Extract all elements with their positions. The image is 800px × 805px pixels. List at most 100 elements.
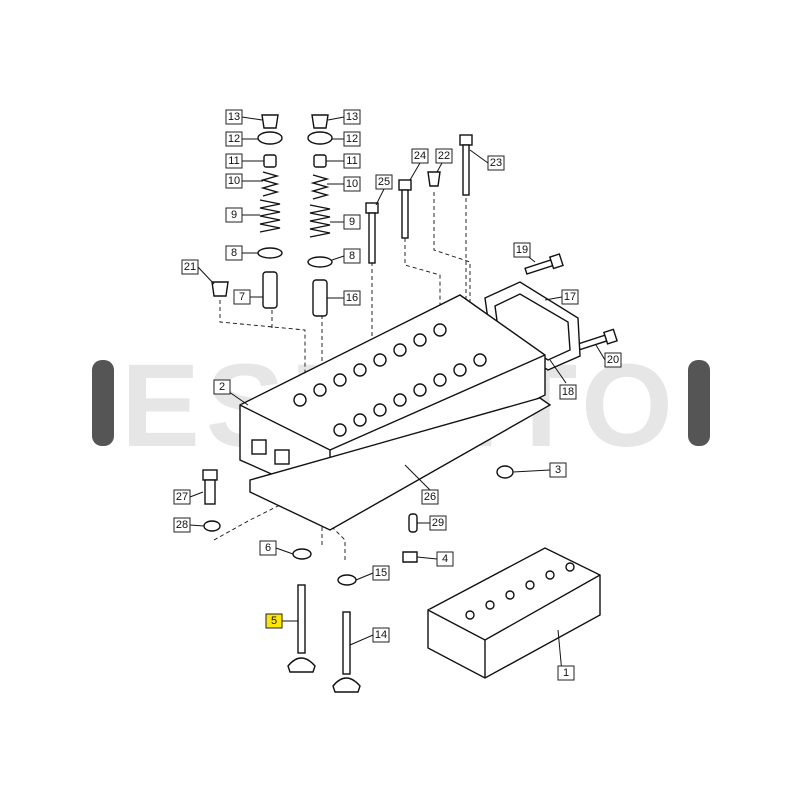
callout-17: 17 xyxy=(561,289,579,305)
seat-6 xyxy=(292,548,312,560)
callout-11-right: 11 xyxy=(343,153,361,169)
valve-stack-right xyxy=(307,114,333,317)
bolt-20 xyxy=(577,328,618,351)
svg-text:18: 18 xyxy=(562,386,574,398)
spring-10-left xyxy=(260,171,280,197)
callout-19: 19 xyxy=(513,242,531,258)
collet-13-left xyxy=(261,114,279,129)
callout-13-left: 13 xyxy=(225,109,243,125)
svg-text:24: 24 xyxy=(414,150,426,162)
callout-28: 28 xyxy=(173,517,191,533)
spring-cap-12-left xyxy=(257,131,283,145)
callout-16: 16 xyxy=(343,290,361,306)
callout-25: 25 xyxy=(375,174,393,190)
washer-28 xyxy=(203,520,221,532)
callout-9-left: 9 xyxy=(225,207,243,223)
small-parts xyxy=(202,465,514,586)
svg-text:23: 23 xyxy=(490,157,502,169)
valve-14-head xyxy=(332,677,361,693)
callout-8-left: 8 xyxy=(225,245,243,261)
washer-8-left xyxy=(257,247,283,259)
callout-15: 15 xyxy=(372,565,390,581)
seal-3 xyxy=(496,465,514,479)
svg-text:13: 13 xyxy=(228,111,240,123)
bolt-23-head xyxy=(459,134,473,146)
leader-lines xyxy=(189,116,606,674)
washer-8-right xyxy=(307,256,333,268)
spring-9-left xyxy=(259,199,281,233)
valve-5-stem xyxy=(297,584,306,654)
callout-27: 27 xyxy=(173,489,191,505)
guide-7 xyxy=(262,271,278,309)
svg-text:13: 13 xyxy=(346,111,358,123)
svg-text:11: 11 xyxy=(228,155,239,167)
callout-11-left: 11 xyxy=(225,153,243,169)
collet-13-right xyxy=(311,114,329,129)
svg-text:8: 8 xyxy=(231,247,237,259)
svg-text:12: 12 xyxy=(228,133,240,145)
svg-text:9: 9 xyxy=(231,209,237,221)
callout-labels: 13 13 12 12 11 11 10 10 9 9 8 8 21 7 16 … xyxy=(173,109,622,681)
svg-text:3: 3 xyxy=(555,464,561,476)
callout-18: 18 xyxy=(559,384,577,400)
callout-7: 7 xyxy=(233,289,251,305)
plug-22 xyxy=(427,171,441,187)
callout-21: 21 xyxy=(181,259,199,275)
callout-1: 1 xyxy=(557,665,575,681)
svg-text:27: 27 xyxy=(176,491,188,503)
cylinder-head-2 xyxy=(239,294,546,501)
sensor-27-head xyxy=(202,469,218,481)
spring-cap-12-right xyxy=(307,131,333,145)
head-assembly-1 xyxy=(427,547,601,679)
seat-15 xyxy=(337,574,357,586)
callout-26: 26 xyxy=(421,489,439,505)
svg-text:14: 14 xyxy=(375,629,387,641)
watermark-left-bar xyxy=(92,360,114,446)
svg-text:10: 10 xyxy=(346,178,358,190)
svg-text:1: 1 xyxy=(563,667,569,679)
svg-text:10: 10 xyxy=(228,175,240,187)
callout-29: 29 xyxy=(429,515,447,531)
seal-11-right xyxy=(313,154,327,168)
callout-2: 2 xyxy=(213,379,231,395)
valve-stack-left xyxy=(257,114,283,309)
dowel-29 xyxy=(408,513,418,533)
watermark-right-bar xyxy=(688,360,710,446)
svg-text:15: 15 xyxy=(375,567,387,579)
callout-12-left: 12 xyxy=(225,131,243,147)
callout-8-right: 8 xyxy=(343,248,361,264)
bolt-23-shank xyxy=(462,144,470,196)
callout-6: 6 xyxy=(259,540,277,556)
svg-text:2: 2 xyxy=(219,381,225,393)
svg-text:20: 20 xyxy=(607,354,619,366)
svg-text:12: 12 xyxy=(346,133,358,145)
bolt-24-head xyxy=(398,179,412,191)
bolts xyxy=(365,134,618,351)
bolt-25-shank xyxy=(368,212,376,264)
svg-text:16: 16 xyxy=(346,292,358,304)
svg-text:25: 25 xyxy=(378,176,390,188)
svg-text:11: 11 xyxy=(346,155,357,167)
svg-text:9: 9 xyxy=(349,216,355,228)
svg-text:17: 17 xyxy=(564,291,576,303)
guide-16 xyxy=(312,279,328,317)
svg-text:4: 4 xyxy=(442,553,448,565)
callout-14: 14 xyxy=(372,627,390,643)
plug-21 xyxy=(211,281,229,297)
callout-22: 22 xyxy=(435,148,453,164)
callout-10-right: 10 xyxy=(343,176,361,192)
spring-9-right xyxy=(309,204,331,238)
callout-24: 24 xyxy=(411,148,429,164)
callout-10-left: 10 xyxy=(225,173,243,189)
svg-text:8: 8 xyxy=(349,250,355,262)
callout-5: 5 xyxy=(265,613,283,629)
callout-12-right: 12 xyxy=(343,131,361,147)
spring-10-right xyxy=(310,174,330,200)
svg-text:28: 28 xyxy=(176,519,188,531)
callout-13-right: 13 xyxy=(343,109,361,125)
callout-9-right: 9 xyxy=(343,214,361,230)
svg-text:22: 22 xyxy=(438,150,450,162)
callout-3: 3 xyxy=(549,462,567,478)
